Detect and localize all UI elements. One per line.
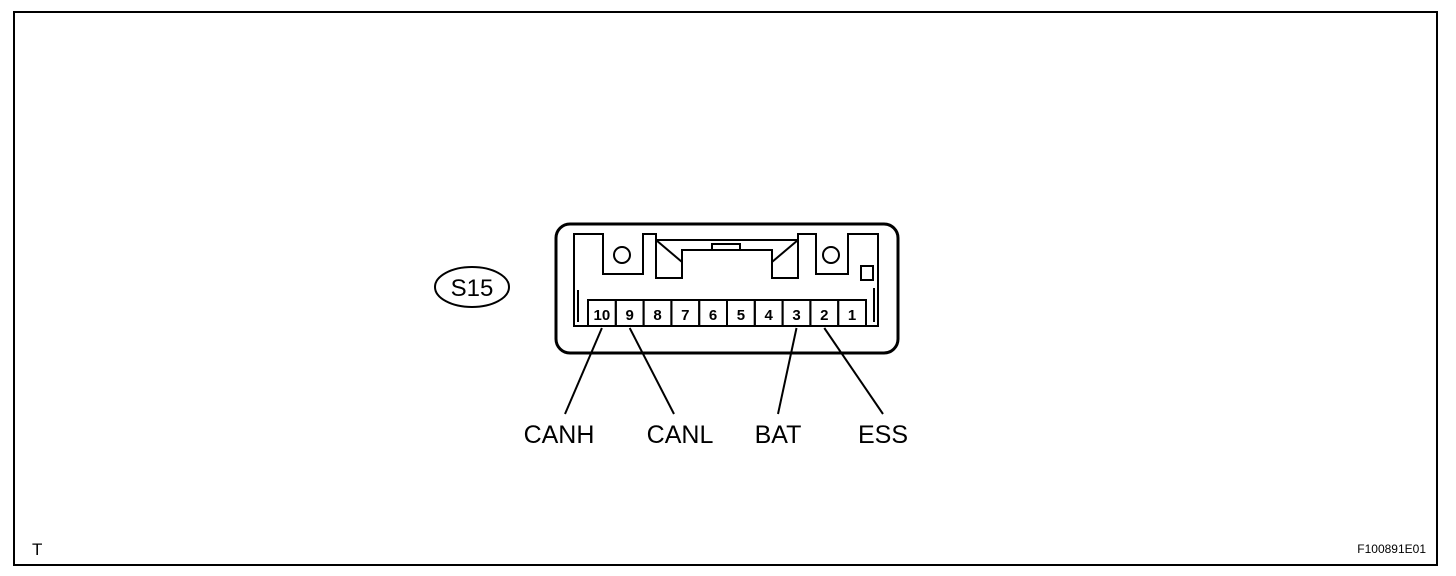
figure-frame	[13, 11, 1438, 566]
connector-label-ellipse	[434, 266, 510, 308]
leader-line-ess	[823, 327, 884, 415]
signal-label-bat: BAT	[755, 421, 802, 449]
pin-row: 10 9 8 7 6 5 4 3 2 1	[587, 299, 868, 327]
key-slot-left	[655, 239, 683, 263]
pin-number-10: 10	[594, 307, 611, 324]
pin-number-1: 1	[848, 307, 856, 324]
mount-hole-right	[822, 246, 840, 264]
key-slot-right	[771, 239, 799, 263]
connector-housing-outer	[554, 222, 900, 355]
pin-number-3: 3	[792, 307, 800, 324]
pin-number-4: 4	[765, 307, 774, 324]
pin-number-5: 5	[737, 307, 745, 324]
pin-number-2: 2	[820, 307, 828, 324]
pin-cell-1	[837, 299, 868, 327]
signal-label-canh: CANH	[524, 421, 595, 449]
leader-line-canl	[628, 327, 675, 415]
signal-label-canl: CANL	[647, 421, 714, 449]
connector-housing-inner	[573, 233, 879, 327]
connector-body	[554, 222, 900, 355]
key-tab	[711, 243, 741, 251]
pin-number-7: 7	[681, 307, 689, 324]
leader-line-bat	[777, 327, 798, 415]
corner-mark: T	[32, 540, 42, 559]
signal-label-ess: ESS	[858, 421, 908, 449]
pin-number-6: 6	[709, 307, 717, 324]
leader-line-canh	[564, 327, 603, 415]
figure-code: F100891E01	[1357, 542, 1426, 556]
connector-label: S15	[451, 275, 494, 302]
pin-number-8: 8	[653, 307, 661, 324]
pin-number-9: 9	[626, 307, 634, 324]
leader-lines	[564, 327, 884, 415]
mount-hole-left	[613, 246, 631, 264]
side-latch	[860, 265, 874, 281]
